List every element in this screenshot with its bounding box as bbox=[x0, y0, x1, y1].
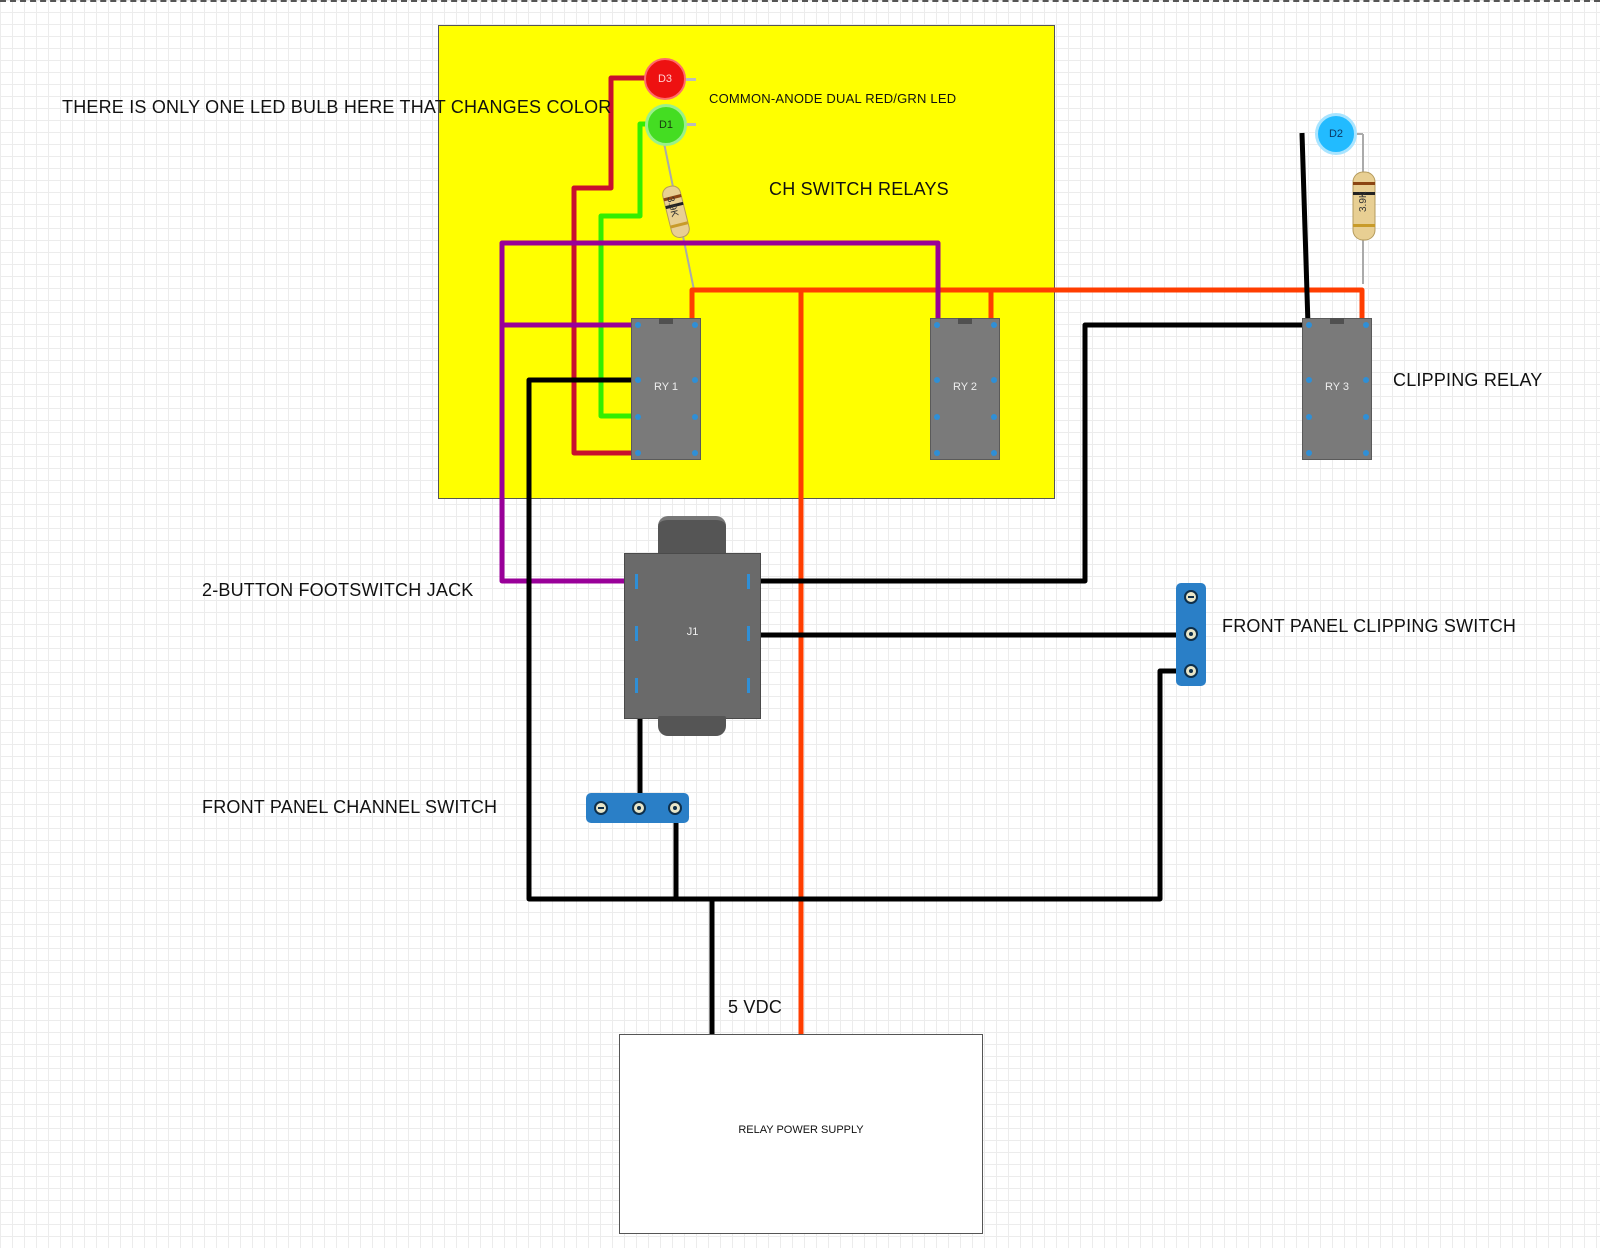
jack-j1: J1 bbox=[624, 516, 761, 736]
wire-dark-red-led bbox=[571, 75, 650, 456]
supply-voltage-label: 5 VDC bbox=[728, 997, 783, 1017]
relay-2-label: RY 2 bbox=[952, 381, 978, 393]
switch-lug bbox=[668, 801, 682, 815]
relay-power-supply: RELAY POWER SUPPLY bbox=[619, 1034, 983, 1234]
footswitch-jack-label: 2-BUTTON FOOTSWITCH JACK bbox=[202, 580, 474, 600]
relay-3: RY 3 bbox=[1302, 318, 1372, 460]
led-note-label: THERE IS ONLY ONE LED BULB HERE THAT CHA… bbox=[62, 97, 612, 117]
relay-1-label: RY 1 bbox=[653, 381, 679, 393]
led-green-lead bbox=[687, 123, 696, 126]
led-red-icon: D3 bbox=[644, 58, 686, 100]
resistor-2-value: 3.9K bbox=[1358, 191, 1369, 212]
resistor-2: 3.9K bbox=[1335, 133, 1376, 284]
top-border-rule bbox=[0, 0, 1600, 2]
led-green-label: D1 bbox=[658, 119, 674, 131]
switch-lug bbox=[632, 801, 646, 815]
jack-top-barrel bbox=[658, 516, 726, 558]
resistor-1-value: 3.9K bbox=[664, 196, 680, 219]
relays-area-title: CH SWITCH RELAYS bbox=[769, 179, 949, 199]
power-supply-label: RELAY POWER SUPPLY bbox=[738, 1124, 864, 1136]
front-clip-switch[interactable] bbox=[1176, 583, 1206, 686]
wire-green-led bbox=[598, 121, 652, 419]
switch-lug bbox=[594, 801, 608, 815]
relay-1: RY 1 bbox=[631, 318, 701, 460]
switch-lug bbox=[1184, 664, 1198, 678]
led-red-label: D3 bbox=[657, 73, 673, 85]
resistor-1: 3.9K bbox=[662, 137, 695, 291]
jack-label: J1 bbox=[686, 626, 699, 638]
wire-purple bbox=[499, 240, 941, 584]
led-blue-icon: D2 bbox=[1315, 113, 1357, 155]
jack-bottom-barrel bbox=[658, 716, 726, 736]
jack-pin bbox=[747, 574, 750, 589]
led-blue-label: D2 bbox=[1328, 128, 1344, 140]
clipping-relay-label: CLIPPING RELAY bbox=[1393, 370, 1543, 390]
relay-3-label: RY 3 bbox=[1324, 381, 1350, 393]
jack-pin bbox=[635, 626, 638, 641]
led-green-icon: D1 bbox=[645, 104, 687, 146]
led-red-lead bbox=[686, 78, 696, 81]
front-channel-switch[interactable] bbox=[586, 793, 689, 823]
jack-pin bbox=[635, 574, 638, 589]
jack-body bbox=[624, 553, 761, 719]
wire-red-supply bbox=[689, 287, 1365, 1035]
jack-pin bbox=[747, 678, 750, 693]
led-description-label: COMMON-ANODE DUAL RED/GRN LED bbox=[709, 91, 957, 106]
front-channel-switch-label: FRONT PANEL CHANNEL SWITCH bbox=[202, 797, 498, 817]
relay-2: RY 2 bbox=[930, 318, 1000, 460]
jack-pin bbox=[747, 626, 750, 641]
wire-black bbox=[526, 132, 1311, 1035]
switch-lug bbox=[1184, 627, 1198, 641]
front-clip-switch-label: FRONT PANEL CLIPPING SWITCH bbox=[1222, 616, 1517, 636]
switch-lug bbox=[1184, 590, 1198, 604]
jack-pin bbox=[635, 678, 638, 693]
